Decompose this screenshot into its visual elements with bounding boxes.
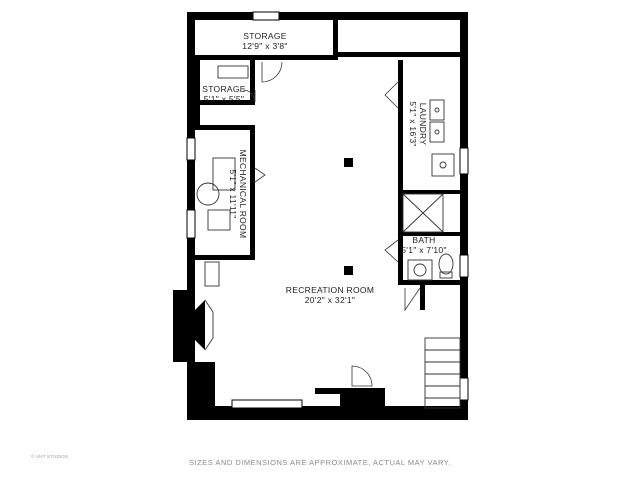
laundry-dims: 5'1" x 16'3" (408, 101, 418, 147)
recreation-dims: 20'2" x 32'1" (304, 295, 356, 305)
mechanical-dims: 5'1" x 11'11" (228, 169, 238, 219)
bath-label: BATH 5'1" x 7'10" (396, 235, 452, 255)
outer-walls (173, 12, 468, 420)
laundry-label: LAUNDRY 5'1" x 16'3" (408, 89, 428, 159)
storage-small-label: STORAGE 5'1" x 5'5" (198, 84, 250, 104)
bath-dims: 5'1" x 7'10" (401, 245, 447, 255)
bath-name: BATH (412, 235, 436, 245)
disclaimer: SIZES AND DIMENSIONS ARE APPROXIMATE, AC… (189, 458, 451, 467)
mechanical-name: MECHANICAL ROOM (238, 149, 248, 239)
support-columns (344, 158, 353, 275)
watermark: © VHT STUDIOS (31, 454, 69, 459)
recreation-label: RECREATION ROOM 20'2" x 32'1" (280, 285, 380, 305)
door-swings (242, 61, 421, 387)
laundry-name: LAUNDRY (418, 102, 428, 146)
interior-walls (195, 20, 460, 406)
recreation-name: RECREATION ROOM (285, 285, 375, 295)
storage-small-name: STORAGE (202, 84, 246, 94)
storage-top-name: STORAGE (243, 31, 287, 41)
storage-small-dims: 5'1" x 5'5" (203, 94, 245, 104)
storage-top-label: STORAGE 12'9" x 3'8" (225, 31, 305, 51)
storage-top-dims: 12'9" x 3'8" (242, 41, 288, 51)
mechanical-label: MECHANICAL ROOM 5'1" x 11'11" (228, 139, 248, 249)
fixtures (196, 65, 461, 409)
